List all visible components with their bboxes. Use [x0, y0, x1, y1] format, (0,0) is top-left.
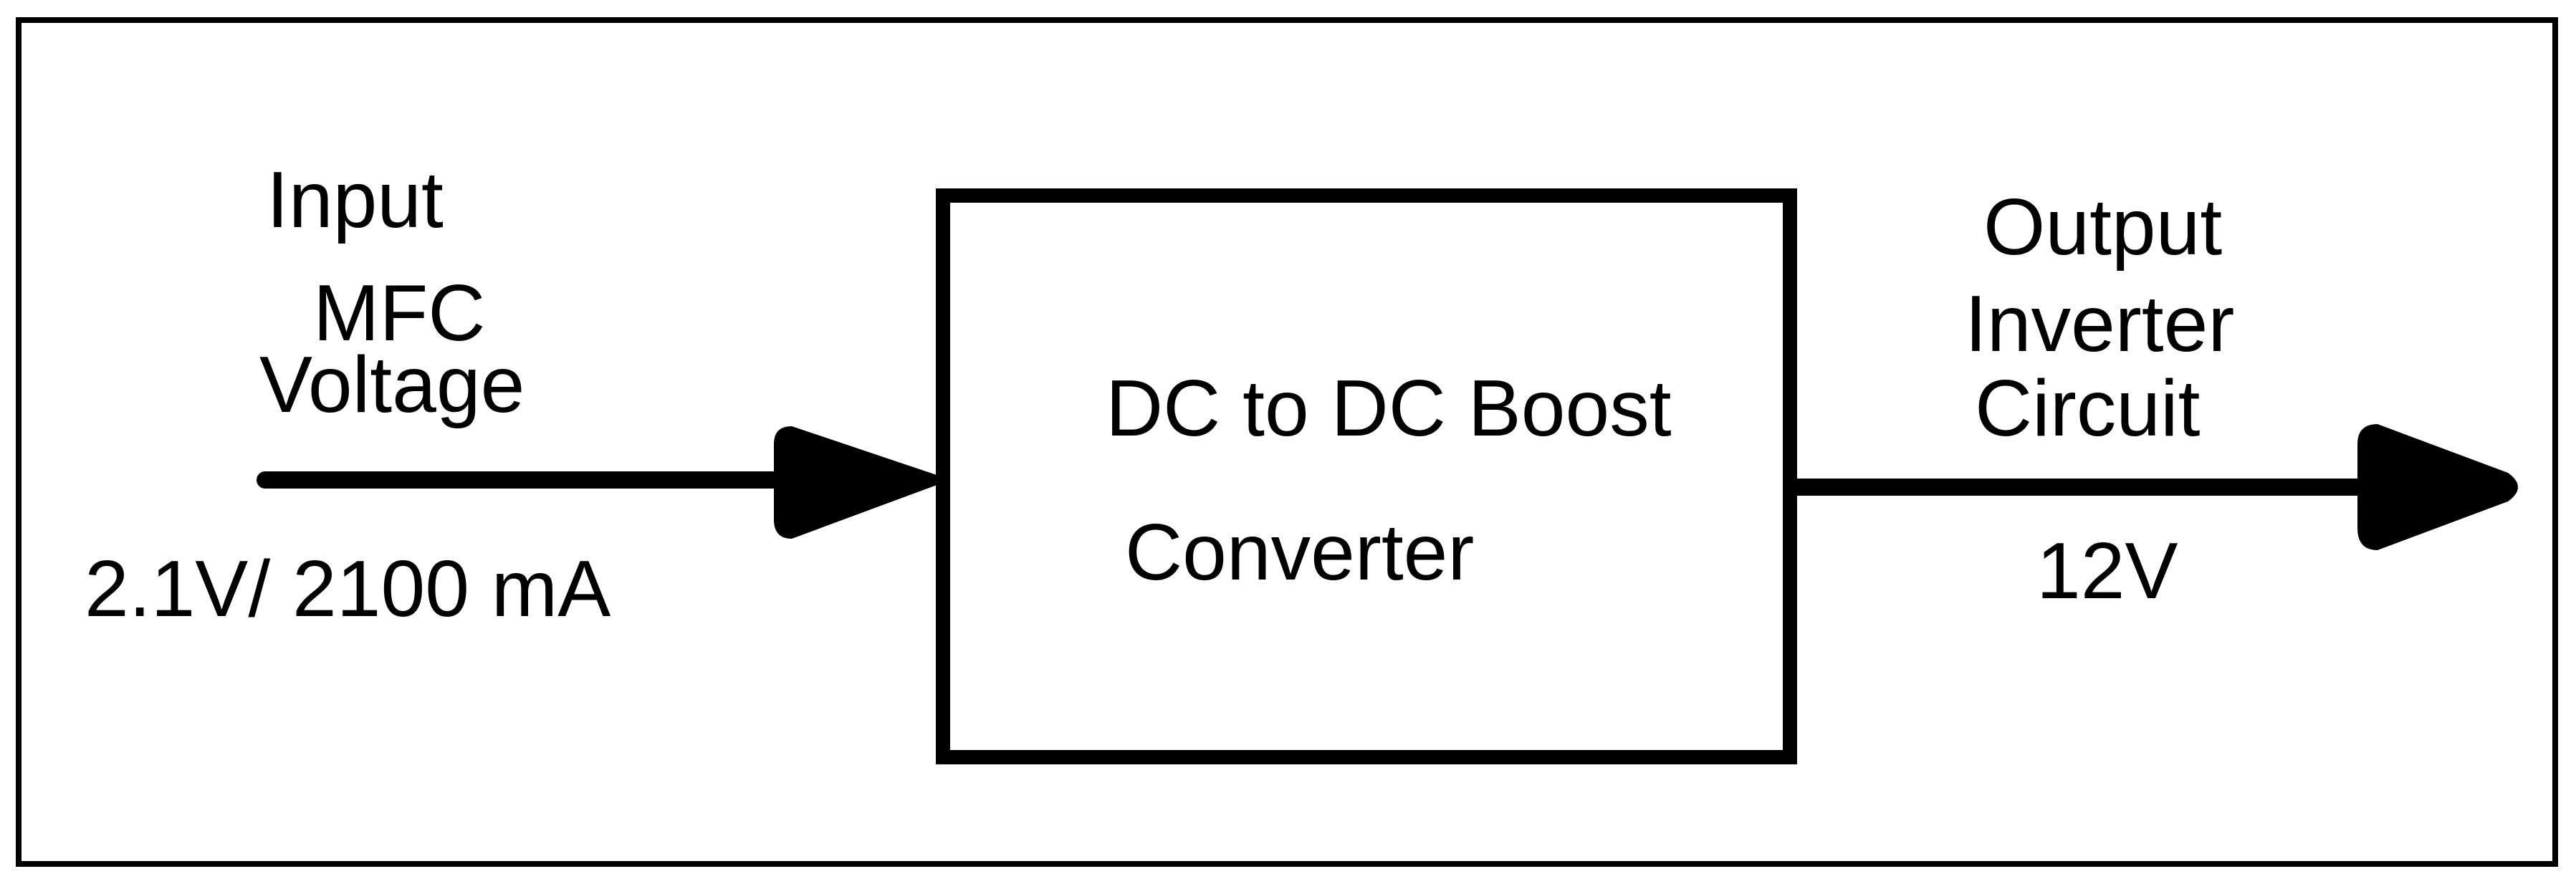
outer-frame	[16, 17, 2558, 867]
output-voltage: 12V	[2036, 527, 2178, 615]
output-label-line1: Output	[1983, 183, 2222, 271]
output-arrowhead	[2357, 424, 2518, 550]
converter-label-line1: DC to DC Boost	[1106, 364, 1672, 453]
input-label-line3: Voltage	[259, 340, 525, 429]
output-label-line3: Circuit	[1975, 364, 2201, 453]
input-rating: 2.1V/ 2100 mA	[85, 544, 611, 633]
converter-block	[936, 188, 1797, 764]
output-label-line2: Inverter	[1965, 279, 2234, 368]
converter-label-line2: Converter	[1125, 508, 1474, 597]
input-label-line1: Input	[267, 155, 444, 244]
input-label-line2: MFC	[313, 269, 485, 357]
input-arrowhead	[774, 426, 944, 539]
